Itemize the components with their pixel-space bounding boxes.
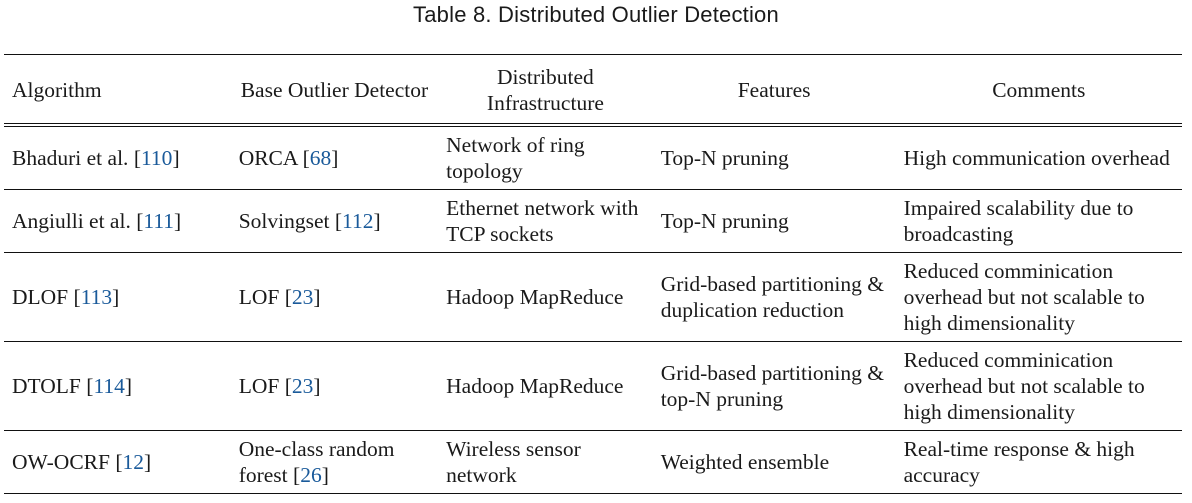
table-caption: Table 8. Distributed Outlier Detection	[413, 2, 779, 27]
detector-name: LOF	[238, 374, 280, 398]
cell-infrastructure: Network of ring topology	[446, 133, 585, 183]
header-comments: Comments	[992, 78, 1086, 102]
citation-link[interactable]: 110	[140, 146, 173, 170]
table-row: DTOLF [114] LOF [23] Hadoop MapReduce Gr…	[4, 342, 1182, 431]
cell-algorithm: Bhaduri et al. [110]	[12, 146, 180, 170]
cell-features: Top-N pruning	[660, 146, 789, 170]
header-base-detector: Base Outlier Detector	[240, 78, 429, 102]
cell-detector: ORCA [68]	[238, 146, 339, 170]
algorithm-name: DLOF	[12, 285, 69, 309]
detector-name: Solvingset	[238, 209, 330, 233]
algorithm-name: DTOLF	[12, 374, 81, 398]
cell-infrastructure: Hadoop MapReduce	[446, 285, 624, 309]
cell-algorithm: Angiulli et al. [111]	[12, 209, 182, 233]
table-row: Bhaduri et al. [110] ORCA [68] Network o…	[4, 125, 1182, 190]
cell-algorithm: DTOLF [114]	[12, 374, 133, 398]
citation-link[interactable]: 111	[143, 209, 175, 233]
cell-comments: Reduced comminication overhead but not s…	[903, 348, 1145, 424]
cell-comments: Impaired scalability due to broadcasting	[903, 196, 1134, 246]
citation-link[interactable]: 23	[291, 374, 314, 398]
algorithm-name: OW-OCRF	[12, 450, 110, 474]
cell-features: Top-N pruning	[660, 209, 789, 233]
cell-algorithm: DLOF [113]	[12, 285, 120, 309]
cell-features: Weighted ensemble	[660, 450, 830, 474]
table-header-row: Algorithm Base Outlier Detector Distribu…	[4, 54, 1182, 125]
table-row: DLOF [113] LOF [23] Hadoop MapReduce Gri…	[4, 253, 1182, 342]
citation-link[interactable]: 114	[93, 374, 125, 398]
cell-detector: One-class random forest [26]	[238, 437, 395, 487]
cell-algorithm: OW-OCRF [12]	[12, 450, 152, 474]
cell-features: Grid-based partitioning & duplication re…	[660, 272, 885, 322]
cell-comments: Reduced comminication overhead but not s…	[903, 259, 1145, 335]
table-row: Angiulli et al. [111] Solvingset [112] E…	[4, 190, 1182, 253]
table-row: OW-OCRF [12] One-class random forest [26…	[4, 431, 1182, 494]
cell-infrastructure: Ethernet network with TCP sockets	[446, 196, 639, 246]
citation-link[interactable]: 113	[80, 285, 113, 309]
cell-comments: High communication overhead	[903, 146, 1170, 170]
cell-infrastructure: Hadoop MapReduce	[446, 374, 624, 398]
cell-infrastructure: Wireless sensor network	[446, 437, 581, 487]
outlier-table-container: Algorithm Base Outlier Detector Distribu…	[4, 54, 1182, 494]
citation-link[interactable]: 23	[291, 285, 314, 309]
cell-comments: Real-time response & high accuracy	[903, 437, 1135, 487]
distributed-outlier-table: Algorithm Base Outlier Detector Distribu…	[4, 54, 1182, 494]
citation-link[interactable]: 68	[309, 146, 332, 170]
citation-link[interactable]: 26	[300, 463, 322, 487]
cell-features: Grid-based partitioning & top-N pruning	[660, 361, 885, 411]
algorithm-name: Bhaduri et al.	[12, 146, 129, 170]
cell-detector: LOF [23]	[238, 285, 321, 309]
cell-detector: LOF [23]	[238, 374, 321, 398]
header-features: Features	[737, 78, 811, 102]
citation-link[interactable]: 12	[122, 450, 145, 474]
header-algorithm: Algorithm	[12, 78, 102, 102]
citation-link[interactable]: 112	[342, 209, 374, 233]
detector-name: ORCA	[238, 146, 298, 170]
cell-detector: Solvingset [112]	[238, 209, 381, 233]
detector-name: One-class random forest	[238, 437, 395, 487]
header-infrastructure: Distributed Infrastructure	[486, 65, 604, 115]
algorithm-name: Angiulli et al.	[12, 209, 131, 233]
detector-name: LOF	[238, 285, 280, 309]
